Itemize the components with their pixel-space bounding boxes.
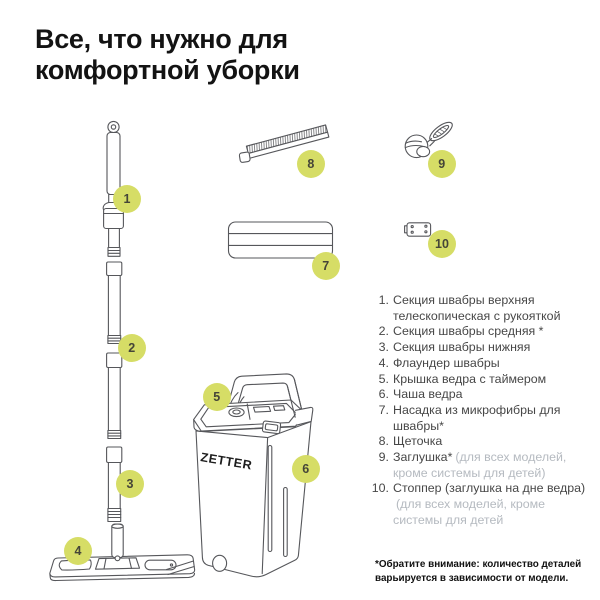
part-number: 6. bbox=[378, 387, 389, 402]
parts-list-item-2: 2. Секция швабры средняя * bbox=[369, 324, 595, 340]
part-text: Секция швабры нижняя bbox=[393, 340, 531, 355]
footnote: *Обратите внимание: количество деталей в… bbox=[375, 559, 582, 584]
part-number: 4. bbox=[378, 355, 389, 370]
parts-list: 1. Секция швабры верхняя телескопическая… bbox=[369, 293, 595, 529]
parts-list-item-9: 9. Заглушка*(для всех моделей, кроме сис… bbox=[369, 450, 595, 481]
mop-pole-drawing bbox=[111, 523, 124, 562]
plug-drawing bbox=[404, 121, 453, 159]
callout-7: 7 bbox=[311, 251, 340, 280]
part-text: Флаундер швабры bbox=[393, 355, 500, 370]
part-number: 10. bbox=[371, 481, 389, 496]
bucket-drawing bbox=[193, 373, 314, 578]
parts-list-item-1: 1. Секция швабры верхняя телескопическая… bbox=[369, 293, 595, 324]
parts-list-item-5: 5. Крышка ведра с таймером bbox=[369, 372, 595, 388]
callout-8: 8 bbox=[296, 150, 325, 179]
part-note: (для всех моделей, кроме системы для дет… bbox=[393, 497, 546, 527]
part-text: Стоппер (заглушка на дне ведра)(для всех… bbox=[393, 481, 586, 527]
callout-2: 2 bbox=[117, 334, 146, 362]
part-number: 7. bbox=[378, 402, 389, 417]
part-text: Заглушка*(для всех моделей, кроме систем… bbox=[393, 450, 567, 480]
parts-list-item-3: 3. Секция швабры нижняя bbox=[369, 340, 595, 356]
parts-list-item-6: 6. Чаша ведра bbox=[369, 387, 595, 403]
page-title-line1: Все, что нужно для bbox=[35, 24, 288, 54]
part-number: 5. bbox=[378, 371, 389, 386]
parts-list-item-8: 8. Щеточка bbox=[369, 434, 595, 450]
callout-10: 10 bbox=[428, 230, 456, 258]
parts-list-item-4: 4. Флаундер швабры bbox=[369, 356, 595, 372]
stopper-drawing bbox=[404, 222, 432, 237]
part-number: 2. bbox=[378, 324, 389, 339]
callout-9: 9 bbox=[427, 150, 456, 179]
callout-1: 1 bbox=[113, 185, 141, 213]
callout-5: 5 bbox=[202, 383, 231, 411]
part-number: 1. bbox=[378, 293, 389, 307]
part-number: 8. bbox=[378, 434, 389, 449]
part-number: 9. bbox=[378, 450, 389, 465]
part-text: Щеточка bbox=[393, 434, 443, 449]
parts-list-item-7: 7. Насадка из микрофибры для швабры* bbox=[369, 403, 595, 434]
microfiber-pad-drawing bbox=[227, 221, 334, 259]
part-number: 3. bbox=[378, 340, 389, 355]
part-text: Чаша ведра bbox=[393, 387, 463, 402]
callout-4: 4 bbox=[64, 536, 92, 565]
page-title: Все, что нужно для комфортной уборки bbox=[35, 24, 300, 86]
page-title-line2: комфортной уборки bbox=[35, 55, 300, 85]
part-text: Секция швабры верхняя телескопическая с … bbox=[393, 293, 561, 323]
part-text: Крышка ведра с таймером bbox=[393, 371, 547, 386]
brush-drawing bbox=[238, 124, 330, 163]
part-text: Секция швабры средняя * bbox=[393, 324, 544, 339]
parts-list-item-10: 10. Стоппер (заглушка на дне ведра)(для … bbox=[369, 481, 595, 528]
mop-sections-drawing bbox=[102, 120, 124, 523]
callout-3: 3 bbox=[116, 469, 144, 498]
part-note: (для всех моделей, кроме системы для дет… bbox=[393, 450, 567, 480]
callout-6: 6 bbox=[291, 455, 320, 483]
part-text: Насадка из микрофибры для швабры* bbox=[393, 402, 561, 433]
